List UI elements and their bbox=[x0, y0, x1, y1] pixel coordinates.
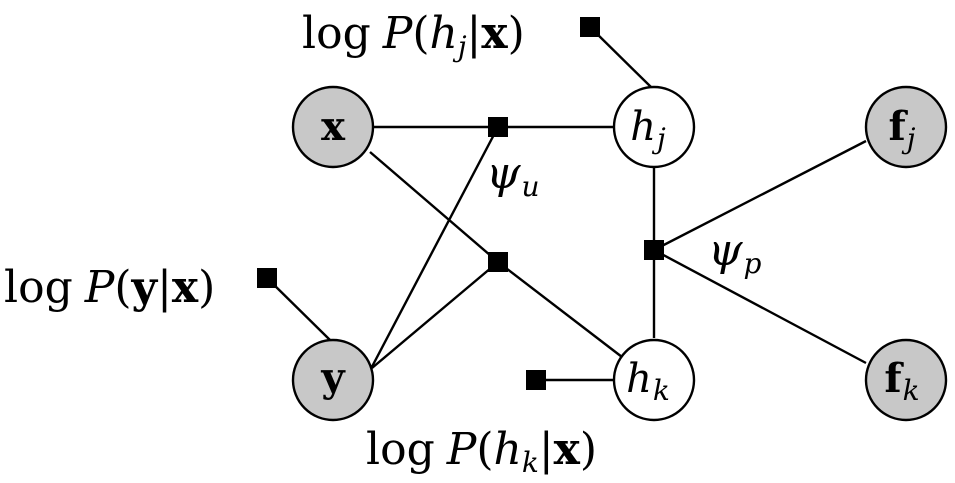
edge-unary-hj bbox=[589, 26, 653, 89]
node-hk-main: h bbox=[626, 356, 652, 402]
psi-u-factor-node bbox=[488, 117, 508, 137]
log-p-y-open: ( bbox=[114, 262, 131, 313]
psi-p-sub: p bbox=[744, 247, 762, 280]
psi-u-label: ψu bbox=[486, 148, 540, 203]
node-y: y bbox=[291, 338, 375, 422]
node-hk-sub: k bbox=[653, 374, 670, 407]
node-fj-label: fj bbox=[889, 103, 916, 155]
unary-factor-hj bbox=[580, 17, 600, 37]
node-x: x bbox=[291, 85, 375, 169]
node-x-label: x bbox=[321, 103, 346, 150]
log-p-hk-hsub: k bbox=[522, 446, 539, 479]
log-p-hk-pre: log bbox=[366, 424, 435, 475]
log-p-hk-open: ( bbox=[476, 424, 493, 475]
log-p-hj-P: P bbox=[382, 8, 414, 59]
log-p-hj-bar: | bbox=[467, 8, 482, 59]
log-p-hk-x: x bbox=[554, 424, 581, 475]
edge-y-cross-factor bbox=[371, 261, 499, 369]
node-hk-label: hk bbox=[626, 356, 670, 407]
log-p-hj-close: ) bbox=[508, 8, 525, 59]
edge-cross-factor-hk bbox=[497, 261, 623, 358]
log-p-y-P: P bbox=[84, 262, 116, 313]
node-hj-label: hj bbox=[630, 104, 666, 155]
log-p-y-close: ) bbox=[198, 262, 215, 313]
log-p-hk-P: P bbox=[446, 424, 478, 475]
node-fk-label: fk bbox=[884, 355, 919, 407]
log-p-hj-pre: log bbox=[302, 8, 371, 59]
unary-factor-y bbox=[257, 268, 277, 288]
edge-unary-y bbox=[266, 277, 331, 341]
psi-p-label: ψp bbox=[708, 225, 762, 280]
node-hj: hj bbox=[612, 85, 696, 169]
node-y-circle bbox=[291, 338, 375, 422]
node-hj-circle bbox=[612, 85, 696, 169]
node-y-label: y bbox=[320, 354, 346, 401]
node-x-circle bbox=[291, 85, 375, 169]
unary-factor-hk bbox=[526, 370, 546, 390]
log-p-y-pre: log bbox=[4, 262, 73, 313]
edge-x-cross-factor bbox=[369, 151, 499, 263]
psi-u-symbol: ψ bbox=[486, 148, 521, 199]
log-p-y-x: x bbox=[172, 262, 199, 313]
edge-psi-p-fk bbox=[653, 248, 867, 365]
log-p-hk-bar: | bbox=[539, 424, 554, 475]
log-p-y-y: y bbox=[131, 262, 159, 313]
log-p-y-bar: | bbox=[157, 262, 172, 313]
node-fj: fj bbox=[864, 85, 948, 169]
log-p-hj-x: x bbox=[481, 8, 508, 59]
node-fj-main: f bbox=[889, 103, 909, 150]
node-fk-main: f bbox=[884, 355, 904, 402]
log-p-hj-open: ( bbox=[412, 8, 429, 59]
psi-p-symbol: ψ bbox=[708, 225, 743, 276]
node-fk-sub: k bbox=[903, 374, 920, 407]
edge-psi-p-fj bbox=[653, 139, 867, 252]
cross-factor-node bbox=[488, 252, 508, 272]
node-hk: hk bbox=[612, 338, 696, 422]
node-fk: fk bbox=[864, 338, 948, 422]
edge-psi-u-y bbox=[363, 126, 500, 381]
psi-u-sub: u bbox=[522, 170, 540, 203]
log-p-hk-close: ) bbox=[580, 424, 597, 475]
log-p-hk-h: h bbox=[494, 424, 522, 475]
log-p-hj-h: h bbox=[430, 8, 458, 59]
node-fj-circle bbox=[864, 85, 948, 169]
node-hk-circle bbox=[612, 338, 696, 422]
node-fk-circle bbox=[864, 338, 948, 422]
psi-p-factor-node bbox=[644, 240, 664, 260]
node-hj-main: h bbox=[630, 104, 656, 150]
